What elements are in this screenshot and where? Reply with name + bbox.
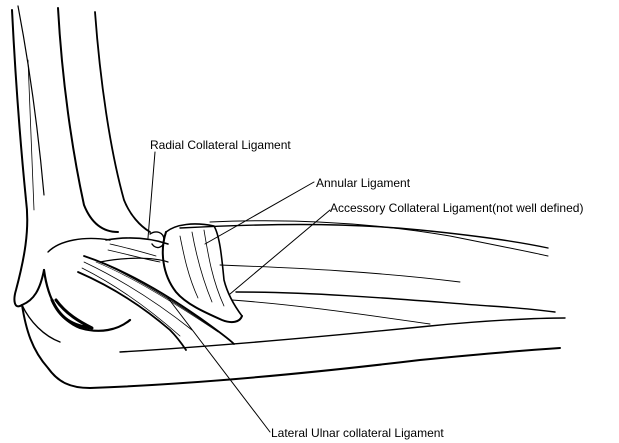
rcl-fibres-2 [108, 250, 160, 262]
annular-ligament-label: Annular Ligament [316, 176, 410, 190]
radial-collateral-ligament-label: Radial Collateral Ligament [150, 138, 291, 152]
annular-ligament-left [163, 232, 242, 322]
forearm-mid-line [236, 292, 555, 312]
leader-annular [205, 182, 314, 244]
humerus-front-line [58, 8, 118, 232]
lucl-fibre-3 [90, 258, 210, 326]
humerus-shaft-line [95, 12, 150, 232]
annular-fibres-1 [180, 236, 198, 298]
humerus-outline [12, 10, 44, 306]
accessory-collateral-ligament-label: Accessory Collateral Ligament(not well d… [330, 201, 583, 215]
forearm-top-line [210, 221, 548, 256]
lateral-ulnar-collateral-ligament-label: Lateral Ulnar collateral Ligament [271, 426, 444, 440]
lucl-fibre-4 [96, 262, 218, 332]
capitulum-dark [52, 300, 92, 328]
olecranon-outline [22, 305, 60, 342]
radial-head-outline [106, 238, 168, 244]
forearm-muscle-line [220, 265, 460, 282]
leader-accessory-collateral [230, 210, 330, 294]
lucl-fibre-1 [84, 262, 192, 330]
joint-line [48, 239, 110, 253]
forearm-mid-line-2 [232, 300, 430, 324]
leader-radial-collateral [148, 152, 155, 238]
ulna-lower-outline [22, 305, 560, 388]
annular-fibres-3 [204, 230, 224, 306]
rcl-fibres [110, 244, 156, 256]
